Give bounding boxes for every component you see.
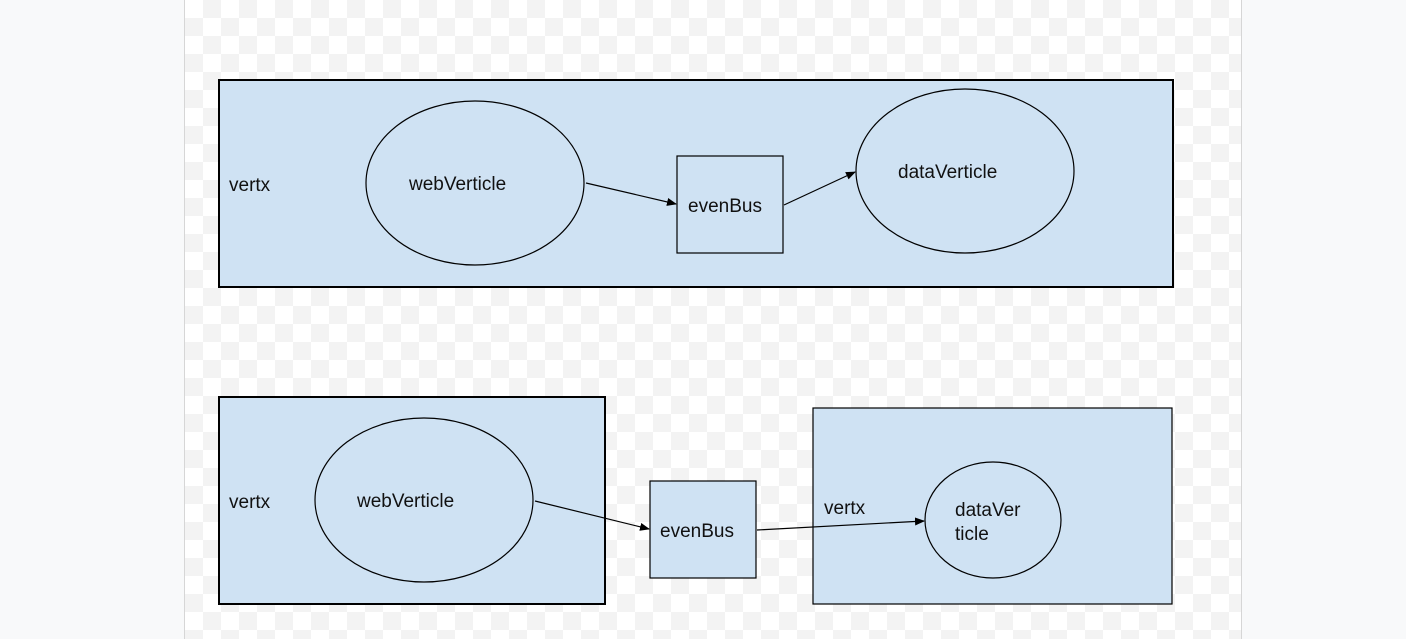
bottom-data-verticle-label-line1: dataVer: [955, 500, 1021, 521]
top-web-verticle-node[interactable]: [365, 100, 585, 266]
bottom-data-verticle-node[interactable]: [924, 461, 1062, 579]
bottom-arrow-web-to-bus[interactable]: [534, 500, 650, 531]
bottom-web-verticle-node[interactable]: [314, 417, 534, 583]
bottom-left-vertx-label: vertx: [229, 492, 271, 513]
bottom-right-vertx-label: vertx: [824, 498, 866, 519]
bottom-web-verticle-label: webVerticle: [356, 491, 454, 512]
bottom-diagram: vertx webVerticle evenBus vertx dataVer …: [218, 396, 1173, 605]
bottom-arrow-bus-to-data[interactable]: [756, 517, 925, 531]
bottom-even-bus-node[interactable]: [649, 480, 757, 579]
top-data-verticle-node[interactable]: [855, 88, 1075, 254]
top-arrow-bus-to-data[interactable]: [783, 171, 856, 206]
top-even-bus-label: evenBus: [688, 196, 762, 217]
bottom-data-verticle-label-line2: ticle: [955, 524, 989, 545]
top-web-verticle-label: webVerticle: [408, 174, 506, 195]
top-even-bus-node[interactable]: [676, 155, 784, 254]
top-vertx-label: vertx: [229, 175, 271, 196]
bottom-even-bus-label: evenBus: [660, 521, 734, 542]
top-arrow-web-to-bus[interactable]: [585, 182, 677, 206]
top-diagram: vertx webVerticle evenBus dataVerticle: [218, 79, 1174, 288]
top-data-verticle-label: dataVerticle: [898, 162, 997, 183]
